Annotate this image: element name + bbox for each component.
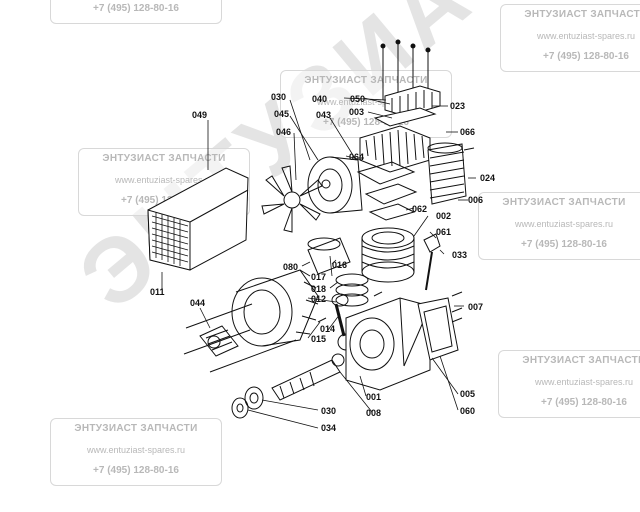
cylinder-head-part [359, 125, 431, 173]
cooling-cylinder-part [427, 142, 467, 205]
watermark-box: ЭНТУЗИАСТ ЗАПЧАСТИ www.entuziast-spares.… [478, 192, 640, 260]
part-label-062: 062 [412, 204, 428, 214]
watermark-title: ЭНТУЗИАСТ ЗАПЧАСТИ [304, 75, 428, 86]
part-label-034: 034 [321, 423, 337, 433]
watermark-box: ЭНТУЗИАСТ ЗАПЧАСТИ www.entuziast-spares.… [50, 0, 222, 24]
crankshaft-part [271, 353, 345, 401]
watermark-box: ЭНТУЗИАСТ ЗАПЧАСТИ www.entuziast-spares.… [498, 350, 640, 418]
part-label-011: 011 [150, 287, 165, 297]
part-label-008: 008 [366, 408, 382, 418]
part-label-016: 016 [332, 260, 348, 270]
watermark-box: ЭНТУЗИАСТ ЗАПЧАСТИ www.entuziast-spares.… [50, 418, 222, 486]
fan-shroud-part [147, 167, 249, 271]
watermark-title: ЭНТУЗИАСТ ЗАПЧАСТИ [74, 423, 198, 434]
leader-lines [161, 97, 476, 429]
part-label-050: 050 [350, 94, 366, 104]
watermark-url: www.entuziast-spares.ru [536, 31, 636, 41]
part-label-017: 017 [311, 272, 327, 282]
watermark-phone: +7 (495) 128-80-16 [93, 3, 179, 14]
fan-part [261, 165, 323, 233]
part-label-007: 007 [468, 302, 484, 312]
part-label-033: 033 [452, 250, 468, 260]
watermark-title: ЭНТУЗИАСТ ЗАПЧАСТИ [524, 9, 640, 20]
part-label-001: 001 [366, 392, 382, 402]
part-label-014: 014 [320, 324, 336, 334]
part-label-043: 043 [316, 110, 332, 120]
part-label-040: 040 [312, 94, 328, 104]
part-label-003: 003 [349, 107, 365, 117]
stator-part [231, 269, 319, 347]
watermark-title: ЭНТУЗИАСТ ЗАПЧАСТИ [522, 355, 640, 366]
part-label-006: 006 [468, 195, 484, 205]
part-label-005: 005 [460, 389, 476, 399]
watermark-phone: +7 (495) 128-80-16 [121, 195, 207, 206]
gasket-part [356, 161, 418, 221]
part-label-080: 080 [283, 262, 299, 272]
small-bolts-part [317, 147, 475, 323]
watermark-url: www.entuziast-spares.ru [534, 377, 634, 387]
part-label-030-bottom: 030 [321, 406, 337, 416]
watermark-phone: +7 (495) 128-80-16 [93, 465, 179, 476]
part-label-044: 044 [190, 298, 206, 308]
watermark-phone: +7 (495) 128-80-16 [521, 239, 607, 250]
bearing-part [231, 386, 264, 419]
crankcase-part [345, 297, 431, 391]
part-label-012: 012 [311, 294, 327, 304]
flywheel-housing-part [307, 156, 363, 214]
part-label-018: 018 [311, 284, 327, 294]
part-label-045: 045 [274, 109, 290, 119]
part-label-064: 064 [349, 152, 365, 162]
watermark-title: ЭНТУЗИАСТ ЗАПЧАСТИ [102, 153, 226, 164]
valve-plate-part [373, 85, 441, 127]
watermark-url: www.entuziast-spares.ru [86, 445, 186, 455]
watermark-box: ЭНТУЗИАСТ ЗАПЧАСТИ www.entuziast-spares.… [500, 4, 640, 72]
watermark-phone: +7 (495) 128-80-16 [543, 51, 629, 62]
watermark-phone: +7 (495) 128-80-16 [323, 117, 409, 128]
fitting-part [423, 233, 441, 291]
part-label-046: 046 [276, 127, 292, 137]
piston-part [307, 237, 369, 307]
watermark-url: www.entuziast-spares.ru [114, 175, 214, 185]
part-label-030-top: 030 [271, 92, 287, 102]
watermark-title: ЭНТУЗИАСТ ЗАПЧАСТИ [502, 197, 626, 208]
part-label-023: 023 [450, 101, 466, 111]
side-cover-part [417, 297, 459, 361]
part-label-024: 024 [480, 173, 496, 183]
part-label-060: 060 [460, 406, 476, 416]
part-label-066: 066 [460, 127, 476, 137]
part-label-002: 002 [436, 211, 452, 221]
tie-rods-part [183, 303, 297, 373]
watermark-url: www.entuziast-spares.ru [316, 97, 416, 107]
watermark-url: www.entuziast-spares.ru [514, 219, 614, 229]
part-label-049: 049 [192, 110, 208, 120]
watermark-phone: +7 (495) 128-80-16 [541, 397, 627, 408]
part-label-015: 015 [311, 334, 327, 344]
cylinder-part [361, 227, 415, 283]
part-label-061: 061 [436, 227, 452, 237]
